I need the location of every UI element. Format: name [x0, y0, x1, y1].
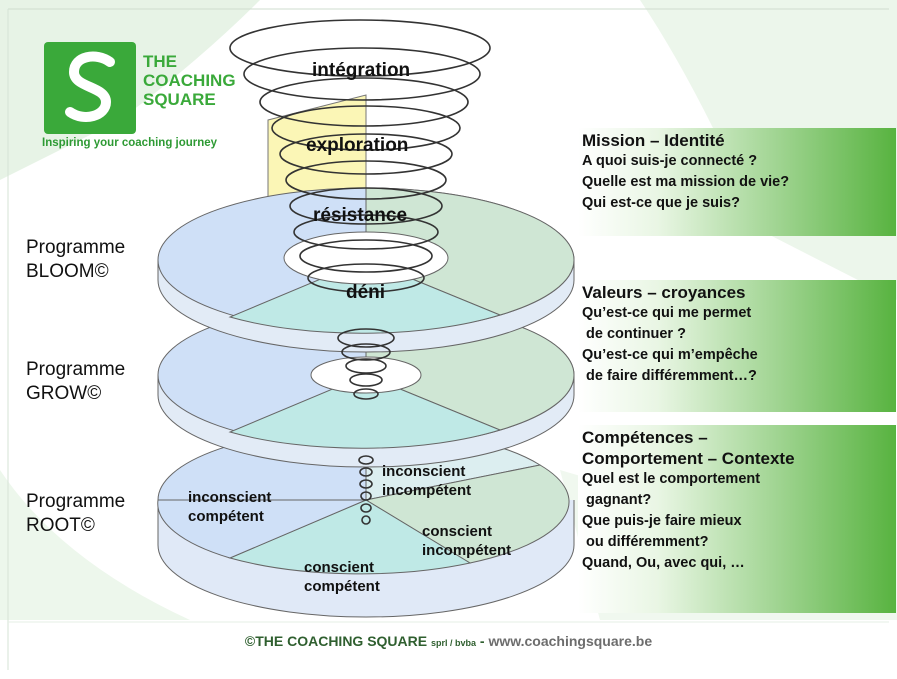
spiral [229, 19, 491, 525]
programme-root: Programme ROOT© [26, 491, 126, 536]
quadrant-conscient-incompetent: conscient incompétent [422, 523, 512, 559]
box-valeurs: Valeurs – croyances Qu’est-ce qui me per… [578, 280, 896, 412]
label-integration: intégration [312, 60, 411, 81]
box-competences: Compétences – Comportement – Contexte Qu… [578, 425, 896, 613]
quadrant-inconscient-incompetent: inconscient incompétent [382, 463, 472, 499]
label-resistance: résistance [313, 205, 408, 226]
quadrant-conscient-competent: conscient compétent [304, 559, 380, 595]
label-exploration: exploration [306, 135, 409, 156]
footer-brand: ©THE COACHING SQUARE [244, 633, 428, 649]
box-mission: Mission – Identité A quoi suis-je connec… [578, 128, 896, 236]
footer-legal: sprl / bvba [431, 638, 477, 648]
logo-line-1: THE [143, 52, 177, 71]
box-valeurs-title: Valeurs – croyances [582, 283, 746, 302]
box-competences-title: Compétences – [582, 428, 708, 447]
logo-line-3: SQUARE [143, 90, 216, 109]
quadrant-inconscient-competent: inconscient compétent [188, 489, 272, 525]
footer: ©THE COACHING SQUARE sprl / bvba - www.c… [244, 633, 653, 649]
logo-wordmark: THE COACHING SQUARE [143, 52, 236, 109]
logo-mark [44, 42, 136, 134]
box-mission-title: Mission – Identité [582, 131, 725, 150]
programme-bloom: Programme BLOOM© [26, 237, 126, 282]
footer-url: www.coachingsquare.be [488, 633, 653, 649]
logo-line-2: COACHING [143, 71, 236, 90]
logo-tagline: Inspiring your coaching journey [42, 137, 218, 149]
label-deni: déni [346, 282, 386, 303]
programme-grow: Programme GROW© [26, 359, 126, 404]
